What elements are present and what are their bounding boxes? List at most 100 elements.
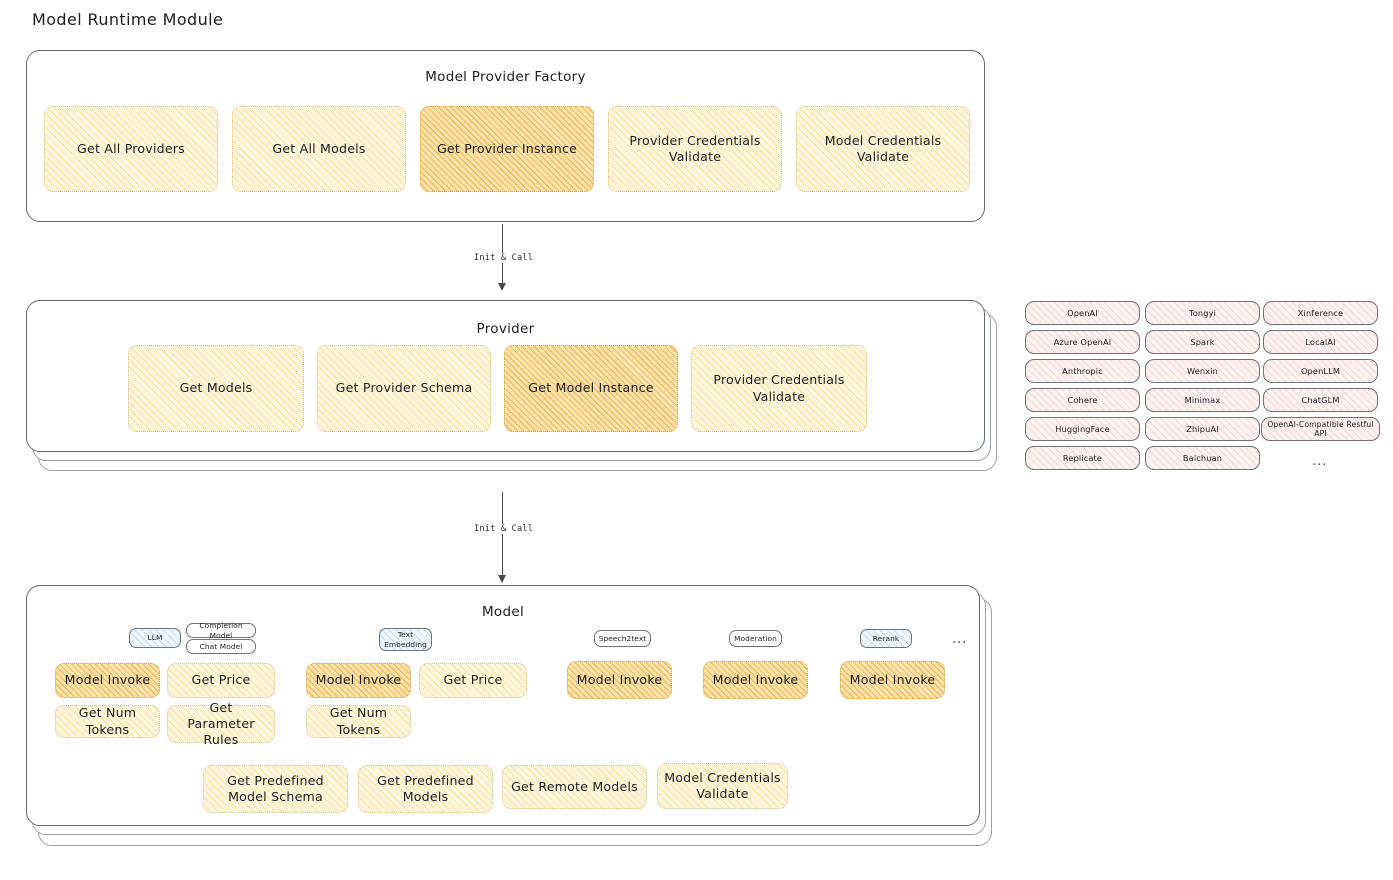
factory-card-get-all-providers[interactable]: Get All Providers [44, 106, 218, 192]
provider-card-get-models[interactable]: Get Models [128, 345, 304, 432]
pill-label: ChatGLM [1301, 395, 1340, 405]
provider-pill-minimax[interactable]: Minimax [1145, 388, 1260, 412]
provider-pill-anthropic[interactable]: Anthropic [1025, 359, 1140, 383]
provider-card-provider-credentials-validate[interactable]: Provider Credentials Validate [691, 345, 867, 432]
model-sub-badge-chat-model[interactable]: Chat Model [186, 639, 256, 654]
card-label: Provider Credentials Validate [629, 132, 761, 164]
model-type-badge-llm[interactable]: LLM [129, 628, 181, 648]
model-type-badge-text-embedding[interactable]: Text Embedding [379, 628, 432, 651]
provider-pill-chatglm[interactable]: ChatGLM [1263, 388, 1378, 412]
pill-label: Azure OpenAI [1053, 337, 1112, 347]
provider-pill-azure-openai[interactable]: Azure OpenAI [1025, 330, 1140, 354]
card-label: Get Price [191, 672, 251, 688]
badge-label: Moderation [734, 633, 777, 643]
provider-pill-openllm[interactable]: OpenLLM [1263, 359, 1378, 383]
provider-card-get-provider-schema[interactable]: Get Provider Schema [317, 345, 491, 432]
pill-label: HuggingFace [1055, 424, 1110, 434]
card-label: Get Provider Schema [335, 380, 473, 396]
speech2text-method-model-invoke[interactable]: Model Invoke [567, 661, 672, 699]
card-label: Get All Providers [77, 140, 185, 156]
model-title: Model [481, 604, 525, 620]
model-type-badge-rerank[interactable]: Rerank [860, 629, 912, 648]
pill-label: LocalAI [1305, 337, 1336, 347]
card-label: Get All Models [272, 140, 366, 156]
model-type-badge-speech2text[interactable]: Speech2text [594, 630, 651, 647]
provider-list-more-ellipsis: ... [1312, 454, 1328, 469]
card-label: Get Models [179, 380, 253, 396]
pill-label: Anthropic [1062, 366, 1103, 376]
pill-label: Cohere [1067, 395, 1098, 405]
pill-label: ZhipuAI [1186, 424, 1219, 434]
card-label: Model Invoke [315, 672, 402, 688]
pill-label: Wenxin [1186, 366, 1219, 376]
badge-label: Completion Model [199, 621, 243, 640]
card-label: Model Invoke [576, 671, 663, 687]
provider-pill-baichuan[interactable]: Baichuan [1145, 446, 1260, 470]
factory-card-provider-credentials-validate[interactable]: Provider Credentials Validate [608, 106, 782, 192]
model-shared-get-predefined-models[interactable]: Get Predefined Models [358, 765, 493, 813]
text-embedding-method-model-invoke[interactable]: Model Invoke [306, 663, 411, 698]
llm-method-model-invoke[interactable]: Model Invoke [55, 663, 160, 698]
text-embedding-method-get-num-tokens[interactable]: Get Num Tokens [306, 705, 411, 738]
page-title: Model Runtime Module [32, 10, 224, 29]
provider-pill-cohere[interactable]: Cohere [1025, 388, 1140, 412]
card-label: Get Predefined Model Schema [227, 772, 324, 804]
arrow-head-icon [498, 575, 506, 583]
pill-label: OpenAI-Compatible Restful API [1267, 420, 1374, 438]
card-label: Model Credentials Validate [664, 769, 781, 801]
card-label: Get Remote Models [511, 778, 638, 794]
rerank-method-model-invoke[interactable]: Model Invoke [840, 661, 945, 699]
provider-card-get-model-instance[interactable]: Get Model Instance [504, 345, 678, 432]
factory-card-get-provider-instance[interactable]: Get Provider Instance [420, 106, 594, 192]
card-label: Model Credentials Validate [824, 132, 942, 164]
model-provider-factory-title: Model Provider Factory [425, 69, 586, 85]
pill-label: OpenLLM [1300, 366, 1341, 376]
model-shared-get-remote-models[interactable]: Get Remote Models [502, 765, 647, 809]
badge-label: Chat Model [199, 641, 243, 651]
pill-label: Xinference [1297, 308, 1344, 318]
provider-pill-xinference[interactable]: Xinference [1263, 301, 1378, 325]
arrow-head-icon [498, 283, 506, 291]
pill-label: Tongyi [1188, 308, 1217, 318]
badge-label: Speech2text [598, 633, 647, 643]
provider-pill-replicate[interactable]: Replicate [1025, 446, 1140, 470]
provider-pill-openai-compatible-restful-api[interactable]: OpenAI-Compatible Restful API [1261, 417, 1380, 441]
provider-pill-wenxin[interactable]: Wenxin [1145, 359, 1260, 383]
llm-method-get-price[interactable]: Get Price [167, 663, 275, 698]
arrow-label-init-and-call-1: Init & Call [471, 253, 537, 263]
pill-label: OpenAI [1067, 308, 1098, 318]
provider-pill-spark[interactable]: Spark [1145, 330, 1260, 354]
provider-pill-openai[interactable]: OpenAI [1025, 301, 1140, 325]
card-label: Get Provider Instance [436, 140, 578, 156]
text-embedding-method-get-price[interactable]: Get Price [419, 663, 527, 698]
card-label: Get Num Tokens [78, 705, 137, 737]
arrow-provider-to-model [498, 492, 506, 584]
card-label: Get Price [443, 672, 503, 688]
pill-label: Replicate [1062, 453, 1103, 463]
arrow-label-init-and-call-2: Init & Call [471, 524, 537, 534]
card-label: Get Num Tokens [329, 705, 388, 737]
provider-pill-localai[interactable]: LocalAI [1263, 330, 1378, 354]
card-label: Get Predefined Models [377, 772, 474, 804]
provider-pill-tongyi[interactable]: Tongyi [1145, 301, 1260, 325]
provider-pill-zhipuai[interactable]: ZhipuAI [1145, 417, 1260, 441]
provider-title: Provider [476, 321, 535, 337]
model-types-more-ellipsis: ... [952, 632, 968, 647]
model-type-badge-moderation[interactable]: Moderation [729, 630, 782, 647]
factory-card-model-credentials-validate[interactable]: Model Credentials Validate [796, 106, 970, 192]
pill-label: Minimax [1184, 395, 1221, 405]
pill-label: Spark [1190, 337, 1215, 347]
model-shared-get-predefined-model-schema[interactable]: Get Predefined Model Schema [203, 765, 348, 813]
llm-method-get-parameter-rules[interactable]: Get Parameter Rules [167, 700, 275, 747]
moderation-method-model-invoke[interactable]: Model Invoke [703, 661, 808, 699]
provider-pill-huggingface[interactable]: HuggingFace [1025, 417, 1140, 441]
llm-method-get-num-tokens[interactable]: Get Num Tokens [55, 705, 160, 738]
card-label: Get Parameter Rules [187, 699, 255, 748]
model-shared-model-credentials-validate[interactable]: Model Credentials Validate [657, 763, 788, 809]
arrow-line [502, 492, 504, 576]
factory-card-get-all-models[interactable]: Get All Models [232, 106, 406, 192]
card-label: Get Model Instance [528, 380, 654, 396]
card-label: Model Invoke [712, 671, 799, 687]
model-sub-badge-completion-model[interactable]: Completion Model [186, 621, 256, 640]
badge-label: Text Embedding [384, 630, 427, 649]
